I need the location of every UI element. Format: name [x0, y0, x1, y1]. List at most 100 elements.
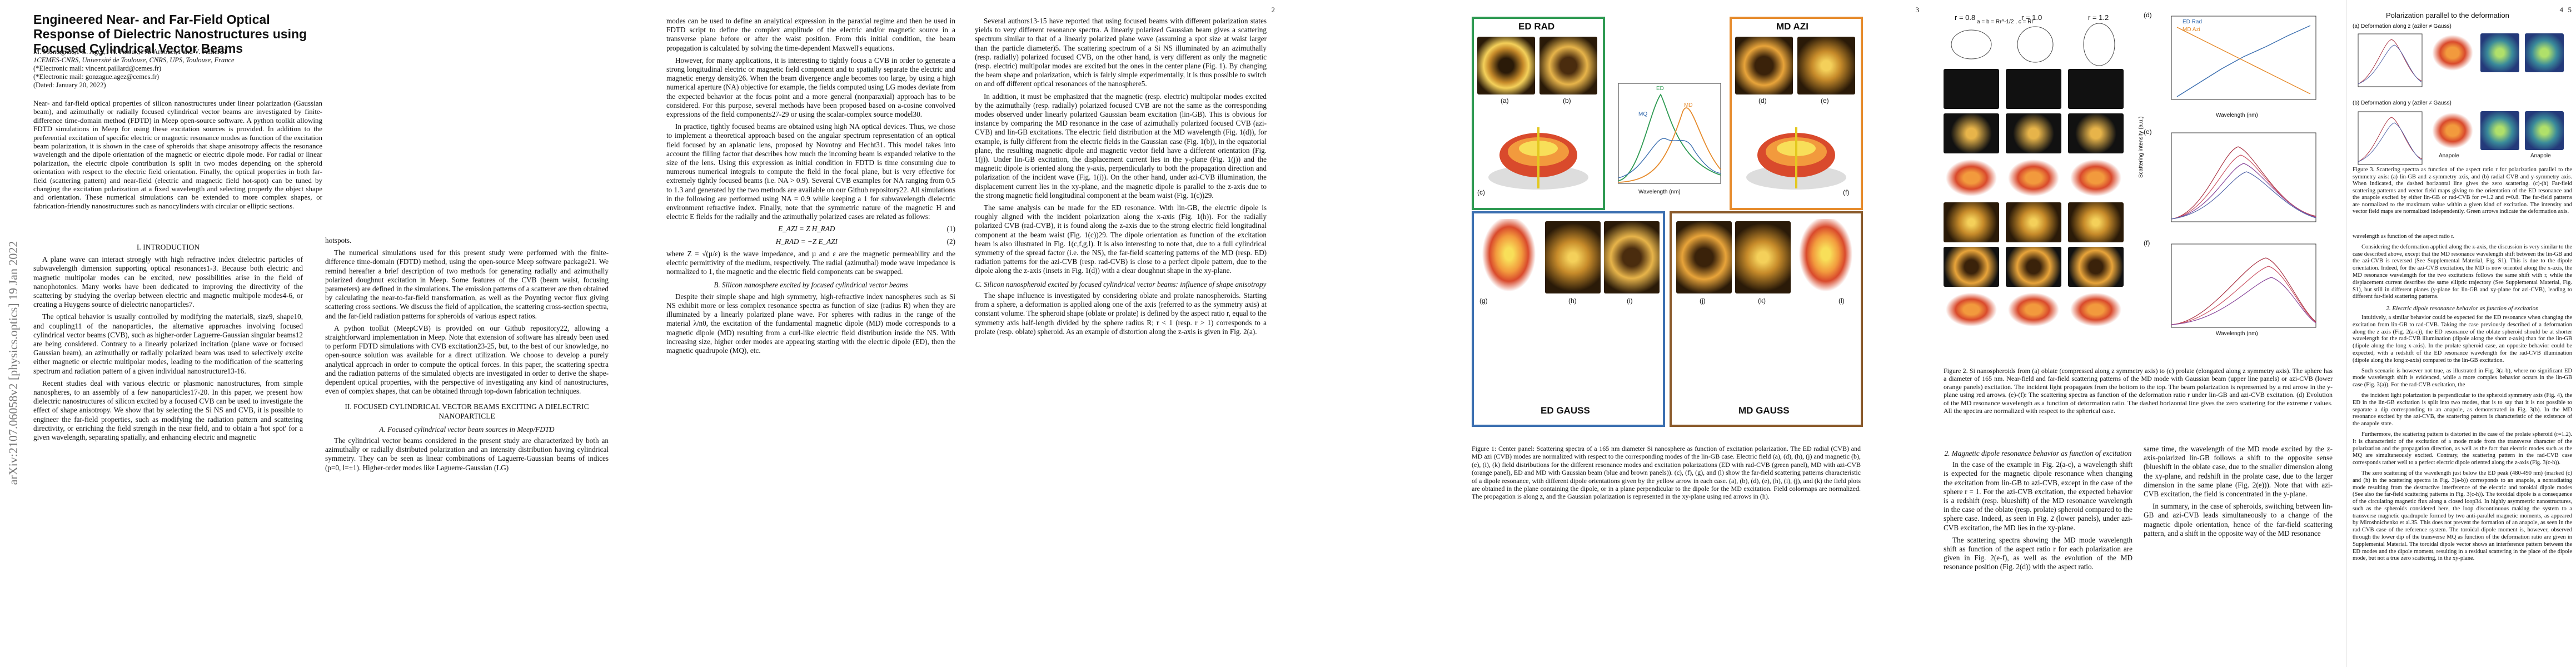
panel-label: (e) [1821, 97, 1829, 104]
page-2: 2 modes can be used to define an analyti… [644, 0, 1289, 667]
field-map-k [1735, 221, 1791, 293]
paragraph: In practice, tightly focused beams are o… [666, 122, 955, 221]
panel-label: (f) [1843, 188, 1850, 196]
paragraph: Several authors13-15 have reported that … [975, 17, 1267, 88]
arxiv-stamp: arXiv:2107.06058v2 [physics.optics] 19 J… [6, 241, 20, 485]
anapole-label: Anapole [2530, 153, 2551, 159]
dipole-pattern-c [1488, 127, 1588, 190]
page-1: arXiv:2107.06058v2 [physics.optics] 19 J… [0, 0, 645, 667]
email-1: (*Electronic mail: vincent.paillard@ceme… [33, 64, 162, 72]
section-heading: I. INTRODUCTION [136, 243, 200, 251]
grid-tile [1944, 247, 1999, 287]
field-map-h [1545, 221, 1601, 293]
field-map-b [1539, 37, 1597, 94]
shape-equation: a = b = Rr^-1/2 , c = Rr [1977, 19, 2034, 25]
subsection-heading: A. Focused cylindrical vector beam sourc… [379, 425, 555, 434]
paragraph: In addition, it must be emphasized that … [975, 92, 1267, 200]
equation-1: E_AZI = Z H_RAD(1) [778, 225, 955, 233]
ed-gauss-box: (g) (h) (i) ED GAUSS [1472, 211, 1665, 427]
chart-e: (e) Scattering intensity (a.u.) [2138, 116, 2321, 233]
figure-2-caption: Figure 2. Si nanospheroids from (a) obla… [1944, 367, 2333, 415]
field-map-d [1735, 37, 1793, 94]
paragraph: The cylindrical vector beams considered … [325, 436, 609, 472]
chart-ef-xlabel: Wavelength (nm) [2216, 331, 2258, 337]
panel-label: (a) [1501, 97, 1509, 104]
grid-tile [1944, 158, 1999, 198]
paragraph: Intuitively, a similar behavior could be… [2353, 314, 2572, 364]
box-label-md-gauss: MD GAUSS [1738, 405, 1790, 416]
paragraph: Despite their simple shape and high symm… [666, 292, 955, 355]
page5-column: wavelength as function of the aspect rat… [2353, 233, 2572, 566]
panel-label: (c) [1477, 188, 1485, 196]
author-block: M. Montagnac,1 G. Agez,1 A. Patoux,1 A. … [33, 48, 311, 89]
page4-column-left: 2. Magnetic dipole resonance behavior as… [1944, 445, 2132, 575]
panel-label: (k) [1758, 297, 1766, 305]
subsection-heading: B. Silicon nanosphere excited by focused… [714, 281, 908, 290]
paragraph: In summary, in the case of spheroids, sw… [2144, 502, 2333, 537]
chart-label-ed: ED [1656, 86, 1664, 92]
grid-tile [2006, 69, 2061, 109]
paragraph: where Z = √(µ/ε) is the wave impedance, … [666, 249, 955, 276]
chart-e-ylabel: Scattering intensity (a.u.) [2138, 116, 2144, 178]
abstract: Near- and far-field optical properties o… [33, 99, 322, 210]
field-map-i [1604, 221, 1660, 293]
field-map-j [1676, 221, 1732, 293]
figure-3-caption: Figure 3. Scattering spectra as function… [2353, 167, 2572, 215]
spheroid-sketches [1951, 23, 2115, 66]
chart-label-md: MD [1684, 102, 1693, 108]
figure-3-header: Polarization parallel to the deformation [2386, 11, 2509, 19]
section-heading: II. FOCUSED CYLINDRICAL VECTOR BEAMS EXC… [345, 402, 589, 420]
chart-f: (f) Wavelength (nm) [2144, 239, 2321, 345]
figure-3-pattern [2430, 111, 2475, 150]
panel-label: (g) [1479, 297, 1488, 305]
chart-xlabel: Wavelength (nm) [1638, 189, 1681, 195]
paragraph: The optical behavior is usually controll… [33, 312, 303, 375]
grid-tile [2006, 291, 2061, 328]
grid-tile [2006, 113, 2061, 153]
paragraph: The zero scattering of the wavelength ju… [2353, 470, 2572, 562]
md-azi-box: MD AZI (d) (e) (f) [1730, 17, 1863, 210]
grid-tile [2006, 247, 2061, 287]
box-label-md-azi: MD AZI [1776, 21, 1808, 32]
paragraph: modes can be used to define an analytica… [666, 17, 955, 52]
figure-1-caption: Figure 1: Center panel: Scattering spect… [1472, 445, 1861, 501]
chart-d-xlabel: Wavelength (nm) [2216, 112, 2258, 118]
figure-1: ED RAD (a) (b) (c) MD AZI (d) (e) [1472, 17, 1863, 439]
page-number: 5 [2568, 6, 2572, 14]
panel-label: (b) [1563, 97, 1571, 104]
grid-tile [2068, 247, 2124, 287]
page-number: 2 [1271, 6, 1275, 14]
subsection-heading: C. Silicon nanospheroid excited by focus… [975, 280, 1267, 288]
page-number: 4 [2559, 6, 2564, 14]
shape-label: r = 1.2 [2088, 13, 2109, 22]
grid-tile [2006, 158, 2061, 198]
subsection-heading: 2. Electric dipole resonance behavior as… [2386, 305, 2539, 312]
paper-title: Engineered Near- and Far-Field Optical R… [33, 12, 307, 56]
dipole-pattern-g [1478, 219, 1539, 297]
authors: M. Montagnac,1 G. Agez,1 A. Patoux,1 A. … [33, 48, 227, 56]
grid-tile [2068, 202, 2124, 242]
legend-item: ED Rad [2183, 19, 2203, 25]
grid-tile [2068, 291, 2124, 328]
paragraph: The shape influence is investigated by c… [975, 291, 1267, 336]
paragraph: The numerical simulations used for this … [325, 248, 609, 320]
grid-tile [1944, 69, 1999, 109]
paragraph: same time, the wavelength of the MD mode… [2144, 445, 2333, 499]
grid-tile [1944, 291, 1999, 328]
panel-label: (d) [2144, 11, 2152, 19]
page2-column-left: modes can be used to define an analytica… [666, 17, 955, 359]
paragraph: In the case of the example in Fig. 2(a-c… [1944, 460, 2132, 532]
ed-rad-box: ED RAD (a) (b) (c) [1472, 17, 1605, 210]
grid-tile [1944, 202, 1999, 242]
anapole-label: Anapole [2439, 153, 2459, 159]
paragraph: However, for many applications, it is in… [666, 56, 955, 119]
field-map-a [1477, 37, 1535, 94]
paragraph: Such scenario is however not true, as il… [2353, 367, 2572, 389]
field-map-e [1797, 37, 1855, 94]
panel-label: (l) [1838, 297, 1845, 305]
paragraph: Considering the deformation applied alon… [2353, 243, 2572, 300]
shape-label: r = 0.8 [1955, 13, 1976, 22]
box-label-ed-gauss: ED GAUSS [1541, 405, 1590, 416]
chart-f-plot [2171, 243, 2316, 328]
box-label-ed-rad: ED RAD [1518, 21, 1555, 32]
